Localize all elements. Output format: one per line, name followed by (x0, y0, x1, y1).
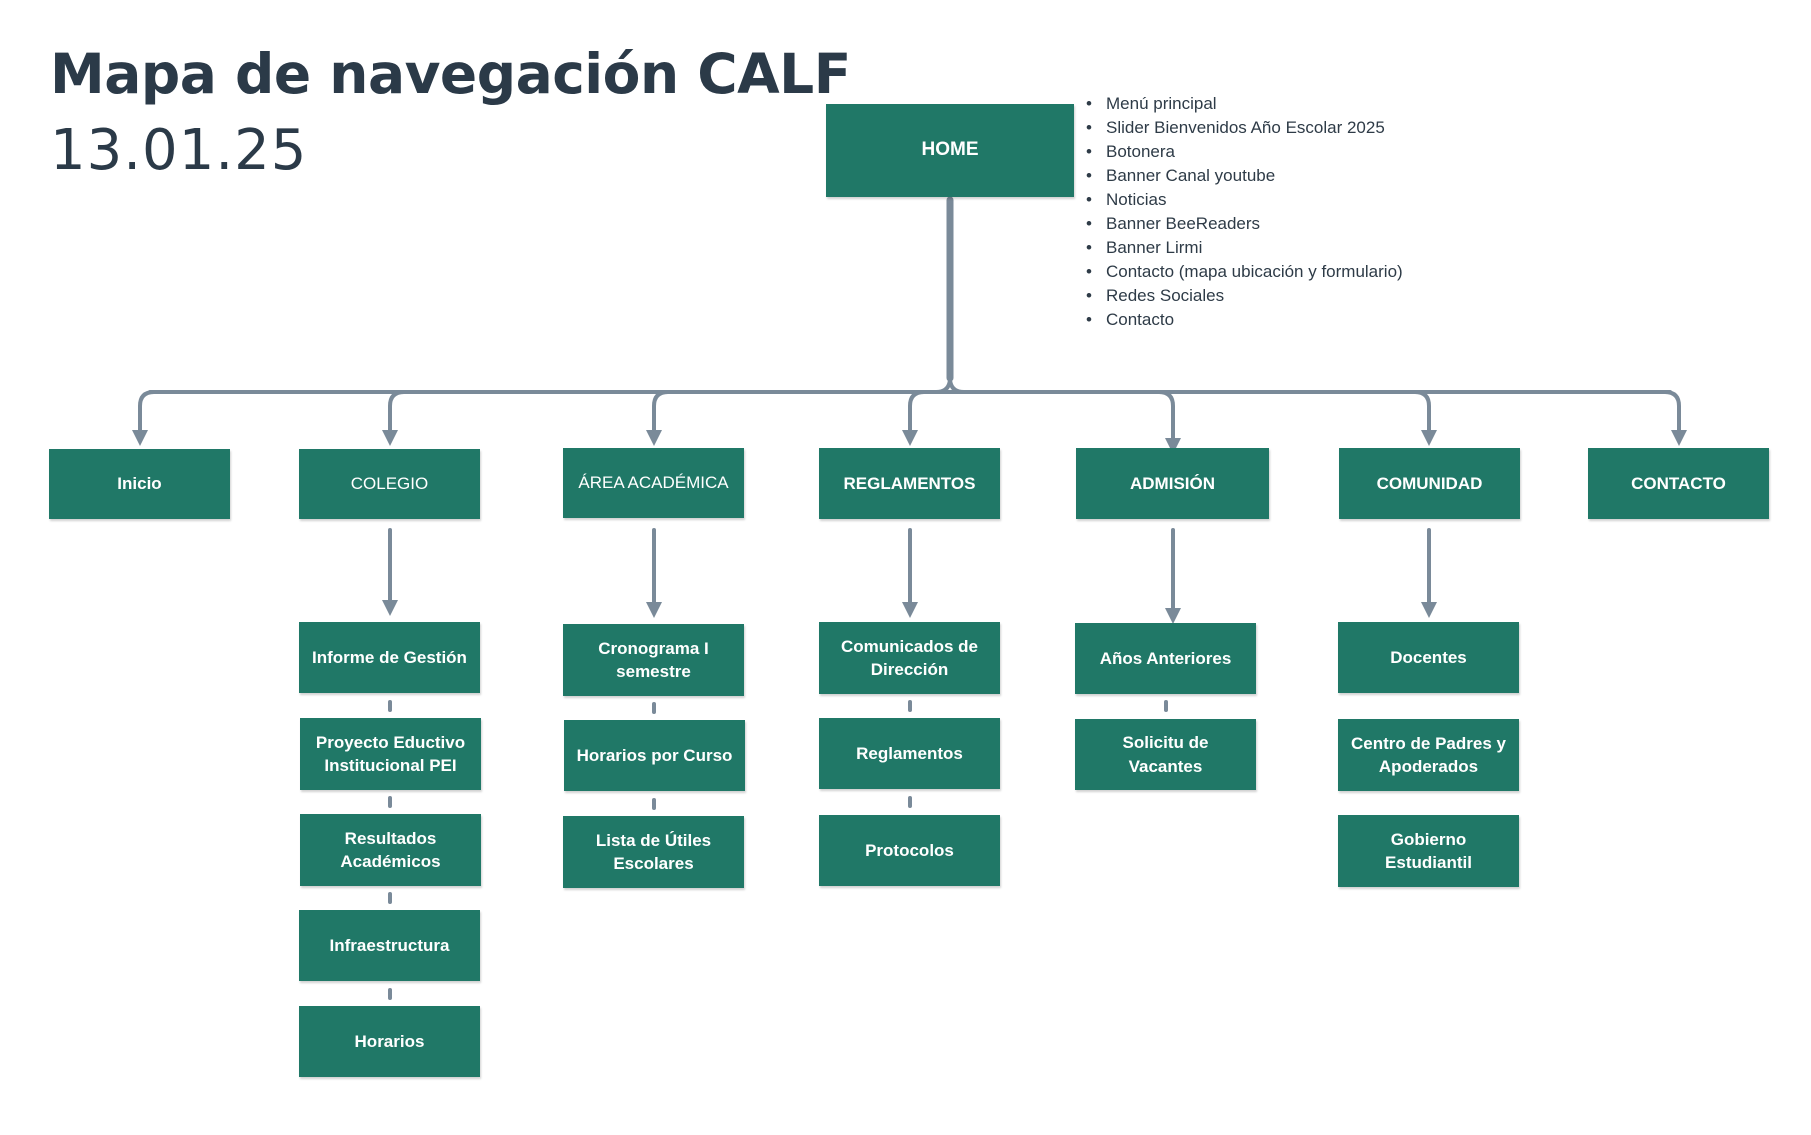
drop-reglamentos (902, 390, 926, 446)
node-comunidad[interactable]: COMUNIDAD (1339, 448, 1520, 519)
node-contacto[interactable]: CONTACTO (1588, 448, 1769, 519)
list-item: Banner BeeReaders (1084, 212, 1403, 236)
node-anos-anteriores[interactable]: Años Anteriores (1075, 623, 1256, 694)
drop-inicio (132, 390, 156, 446)
node-home[interactable]: HOME (826, 104, 1074, 197)
node-lista-de-utiles[interactable]: Lista de Útiles Escolares (563, 816, 744, 888)
node-reglamentos-child[interactable]: Reglamentos (819, 718, 1000, 789)
list-item: Banner Canal youtube (1084, 164, 1403, 188)
node-horarios[interactable]: Horarios (299, 1006, 480, 1077)
node-informe-de-gestion[interactable]: Informe de Gestión (299, 622, 480, 693)
drop-admision (1157, 390, 1181, 454)
list-item: Menú principal (1084, 92, 1403, 116)
list-item: Banner Lirmi (1084, 236, 1403, 260)
node-proyecto-educativo[interactable]: Proyecto Eductivo Institucional PEI (300, 718, 481, 790)
home-contents-list: Menú principal Slider Bienvenidos Año Es… (1084, 92, 1403, 332)
node-reglamentos[interactable]: REGLAMENTOS (819, 448, 1000, 519)
node-gobierno-estudiantil[interactable]: Gobierno Estudiantil (1338, 815, 1519, 887)
node-area-academica[interactable]: ÁREA ACADÉMICA (563, 448, 744, 518)
trunk-curve-left (934, 376, 952, 394)
drop-area-academica (646, 390, 670, 446)
list-item: Contacto (mapa ubicación y formulario) (1084, 260, 1403, 284)
drop-colegio (382, 390, 406, 446)
node-colegio[interactable]: COLEGIO (299, 449, 480, 519)
node-admision[interactable]: ADMISIÓN (1076, 448, 1269, 519)
list-item: Botonera (1084, 140, 1403, 164)
node-protocolos[interactable]: Protocolos (819, 815, 1000, 886)
node-inicio[interactable]: Inicio (49, 449, 230, 519)
node-centro-de-padres[interactable]: Centro de Padres y Apoderados (1338, 719, 1519, 791)
list-item: Redes Sociales (1084, 284, 1403, 308)
list-item: Noticias (1084, 188, 1403, 212)
node-docentes[interactable]: Docentes (1338, 622, 1519, 693)
page-date: 13.01.25 (50, 118, 308, 183)
node-comunicados[interactable]: Comunicados de Dirección (819, 622, 1000, 694)
node-resultados-academicos[interactable]: Resultados Académicos (300, 814, 481, 886)
page-title: Mapa de navegación CALF (50, 42, 851, 106)
trunk-curve-right (948, 376, 966, 394)
node-horarios-por-curso[interactable]: Horarios por Curso (564, 720, 745, 791)
node-cronograma[interactable]: Cronograma I semestre (563, 624, 744, 696)
list-item: Contacto (1084, 308, 1403, 332)
node-solicitud-vacantes[interactable]: Solicitu de Vacantes (1075, 719, 1256, 790)
drop-comunidad (1413, 390, 1437, 446)
drop-contacto (1663, 390, 1687, 446)
node-infraestructura[interactable]: Infraestructura (299, 910, 480, 981)
list-item: Slider Bienvenidos Año Escolar 2025 (1084, 116, 1403, 140)
